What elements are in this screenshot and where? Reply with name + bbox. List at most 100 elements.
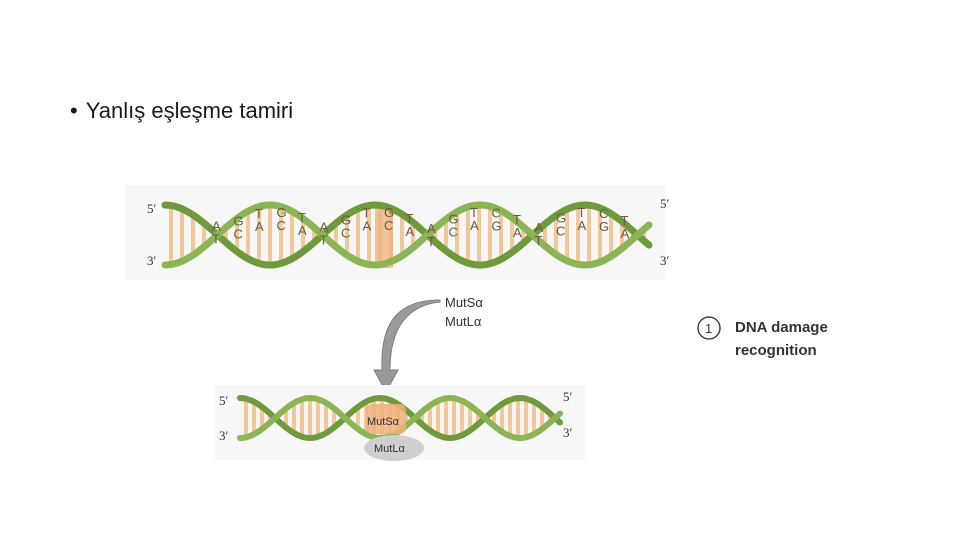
base-letter: T (427, 234, 435, 249)
base-pair-rung (308, 398, 312, 438)
base-pair-rung (246, 212, 250, 258)
base-pair-rung (492, 411, 496, 425)
bottom-helix-left-5prime: 5′ (219, 393, 229, 408)
base-letter: T (363, 206, 371, 221)
base-pair-rung (400, 213, 404, 257)
base-pair-rung (268, 411, 272, 425)
bullet-text: Yanlış eşleşme tamiri (85, 98, 294, 123)
base-pair-rung (356, 209, 360, 261)
base-pair-rung (642, 231, 646, 240)
base-pair-rung (180, 208, 184, 263)
base-pair-rung (499, 209, 503, 261)
base-letter: T (320, 233, 328, 248)
base-letter: G (599, 219, 609, 234)
step-title-line1: DNA damage (735, 319, 828, 336)
base-letter: C (492, 206, 501, 221)
base-letter: C (599, 206, 608, 221)
base-pair-rung (554, 217, 558, 253)
base-letter: G (234, 213, 244, 228)
base-pair-rung (367, 205, 371, 265)
base-pair-rung (455, 213, 459, 257)
base-pair-rung (292, 404, 296, 432)
base-letter: A (363, 219, 372, 234)
bottom-helix-right-3prime: 3′ (563, 425, 573, 440)
base-letter: A (427, 221, 436, 236)
base-pair-rung (257, 207, 261, 263)
complex-label-mutla: MutLα (374, 443, 405, 455)
base-pair-rung (260, 405, 264, 431)
base-pair-rung (500, 405, 504, 431)
arrow-shaft (373, 299, 441, 394)
base-letter: A (470, 218, 479, 233)
base-pair-rung (268, 205, 272, 265)
base-letter: C (277, 218, 286, 233)
base-pair-rung (428, 407, 432, 429)
bottom-helix-right-5prime: 5′ (563, 389, 573, 404)
base-pair-rung (433, 230, 437, 240)
base-pair-rung (420, 413, 424, 423)
base-pair-rung (460, 400, 464, 436)
base-pair-rung (301, 217, 305, 253)
base-letter: G (341, 212, 351, 227)
base-pair-rung (324, 401, 328, 435)
base-pair-rung (543, 225, 547, 245)
base-pair-rung (521, 224, 525, 246)
base-pair-rung (332, 407, 336, 429)
base-pair-rung (244, 398, 248, 438)
base-letter: C (341, 225, 350, 240)
base-pair-rung (444, 220, 448, 250)
base-letter: A (255, 219, 264, 234)
base-pair-rung (316, 398, 320, 438)
base-letter: T (470, 205, 478, 220)
base-pair-rung (290, 210, 294, 260)
base-letter: C (556, 223, 565, 238)
base-letter: C (234, 226, 243, 241)
base-pair-rung (452, 398, 456, 438)
complex-label-mutsa: MutSα (367, 416, 400, 428)
base-pair-rung (284, 410, 288, 426)
bullet-item: • Yanlış eşleşme tamiri (70, 98, 293, 124)
base-pair-rung (345, 216, 349, 254)
recognition-arrow: MutSα MutLα (373, 295, 483, 394)
base-letter: A (513, 225, 522, 240)
base-pair-rung (476, 410, 480, 426)
base-letter: C (449, 224, 458, 239)
top-helix-left-5prime: 5′ (147, 201, 157, 216)
base-pair-rung (609, 212, 613, 258)
base-letter: T (513, 212, 521, 227)
base-letter: T (621, 213, 629, 228)
base-letter: A (298, 223, 307, 238)
base-letter: A (212, 218, 221, 233)
base-letter: G (277, 205, 287, 220)
base-letter: T (578, 205, 586, 220)
base-pair-rung (576, 206, 580, 264)
base-pair-rung (488, 205, 492, 265)
base-pair-rung (620, 220, 624, 250)
base-pair-rung (224, 229, 228, 241)
base-pair-rung (334, 224, 338, 246)
base-letter: G (492, 219, 502, 234)
top-helix-right-3prime: 3′ (660, 253, 670, 268)
top-helix-right-5prime: 5′ (660, 196, 670, 211)
top-helix-strand-b (161, 201, 653, 269)
arrow-label-mutla: MutLα (445, 314, 482, 329)
top-helix-strand-a (161, 201, 653, 269)
base-letter: A (621, 226, 630, 241)
step-number: 1 (705, 321, 712, 336)
base-letter: G (384, 205, 394, 220)
top-helix-left-3prime: 3′ (147, 253, 157, 268)
base-pair-rung (202, 221, 206, 249)
base-pair-rung (444, 398, 448, 438)
base-letter: G (449, 211, 459, 226)
mutla-protein (364, 435, 424, 461)
base-pair-rung (508, 400, 512, 436)
base-pair-rung (466, 207, 470, 263)
mismatch-highlight (375, 208, 393, 268)
step-number-circle (697, 316, 721, 340)
base-letter: T (406, 211, 414, 226)
bullet-marker: • (70, 98, 78, 123)
base-letter: A (535, 220, 544, 235)
